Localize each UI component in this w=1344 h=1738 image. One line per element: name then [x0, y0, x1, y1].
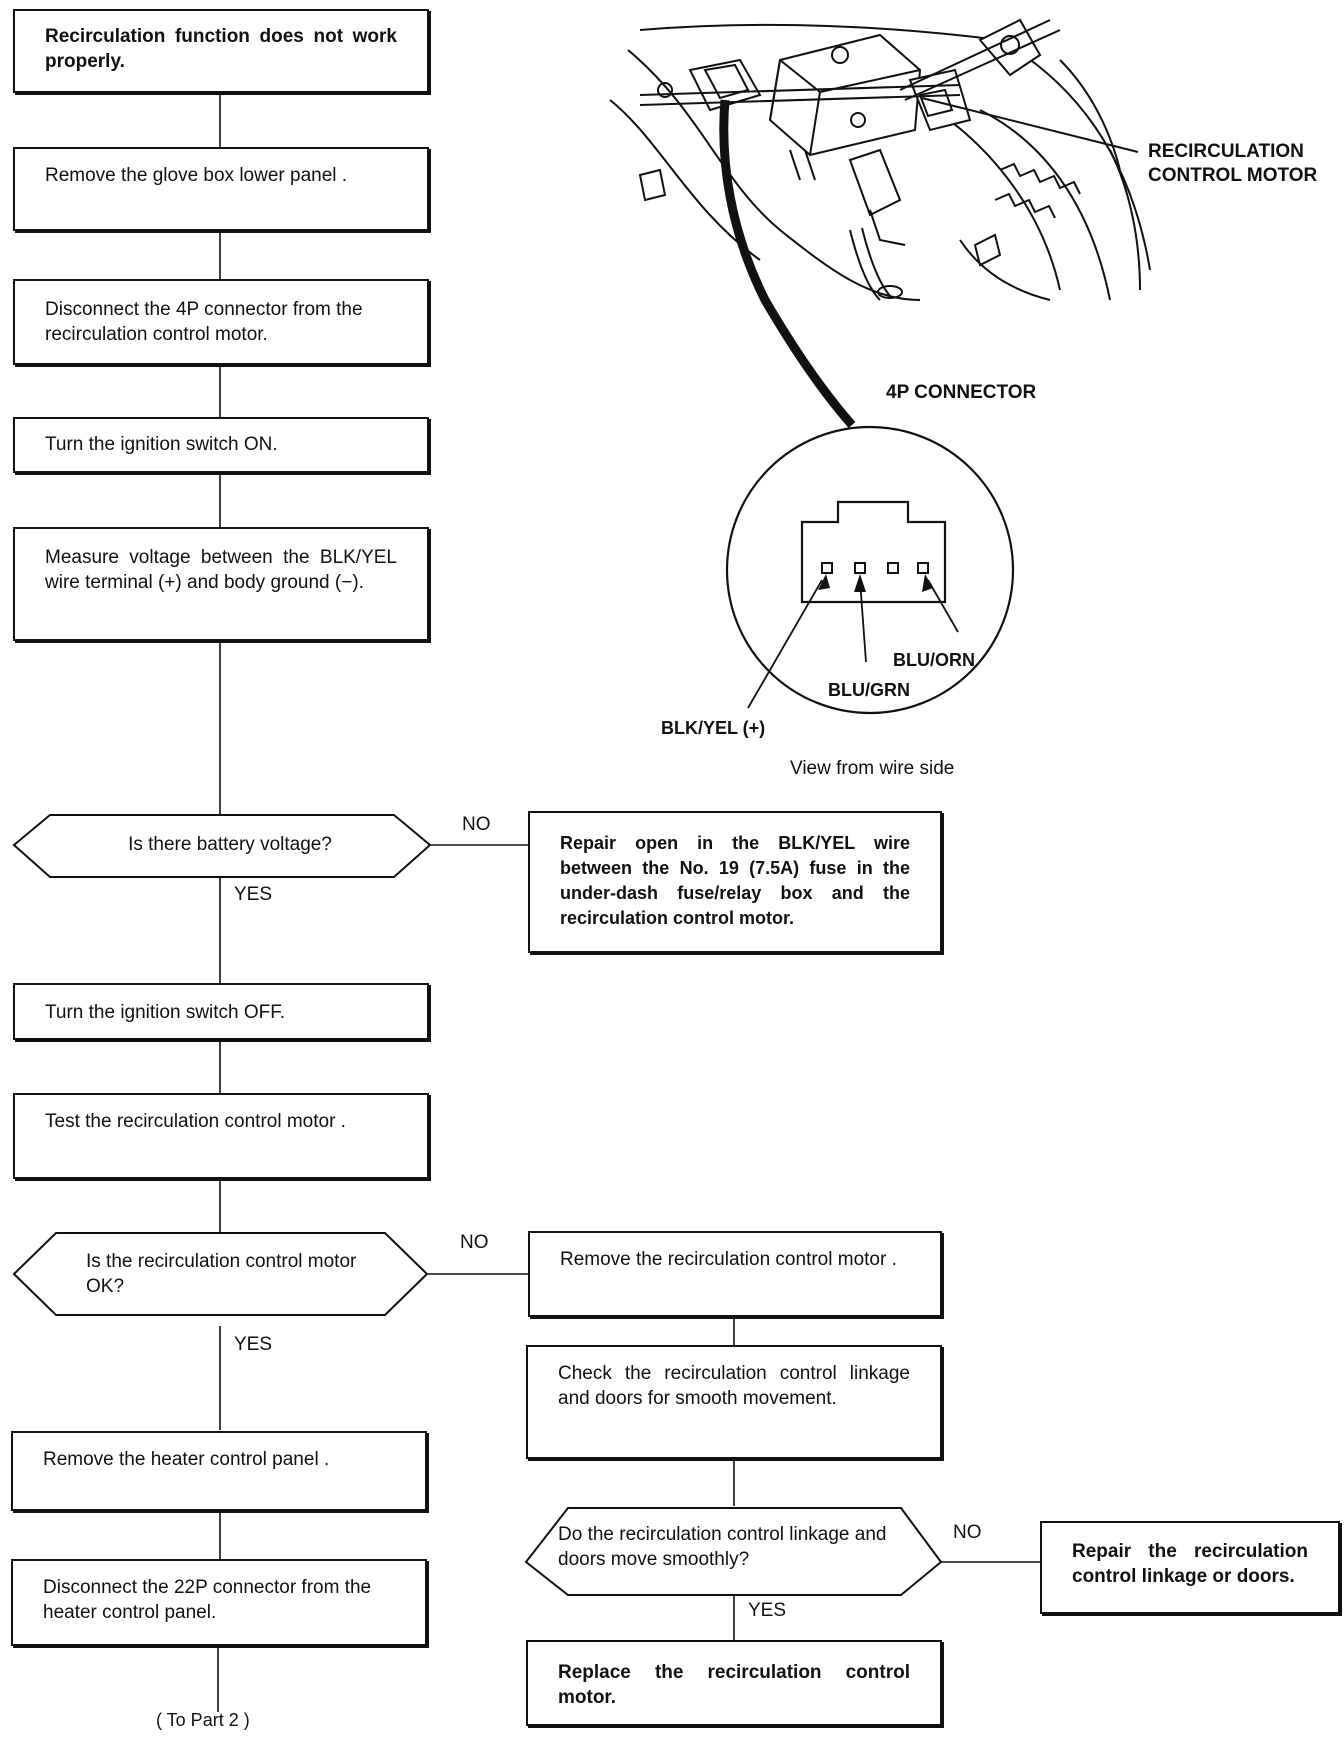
to-part-2: ( To Part 2 )	[156, 1710, 250, 1730]
connector-diagram	[725, 425, 1015, 715]
yes-label-3: YES	[748, 1600, 787, 1621]
step-text: Turn the ignition switch ON.	[45, 434, 278, 455]
step-text: Remove the glove box lower panel .	[45, 165, 348, 186]
recirculation-motor-illustration	[609, 18, 1151, 428]
step-ignition-on: Turn the ignition switch ON.	[13, 417, 429, 473]
step-text: Remove the heater control panel .	[43, 1449, 330, 1470]
action-repair-open-wire: Repair open in the BLK/YEL wire between …	[528, 811, 942, 953]
action-check-linkage: Check the recirculation control linkage …	[526, 1345, 942, 1459]
decision-linkage-smooth: Do the recirculation control linkage and…	[558, 1522, 918, 1572]
start-step-text: Recirculation function does not work pro…	[45, 26, 397, 72]
action-text: Check the recirculation control linkage …	[558, 1363, 910, 1409]
step-text: Disconnect the 22P connector from the he…	[43, 1577, 372, 1623]
action-text: Repair open in the BLK/YEL wire between …	[560, 833, 910, 928]
action-repair-linkage: Repair the recirculation control linkage…	[1040, 1521, 1340, 1614]
step-disconnect-4p: Disconnect the 4P connector from the rec…	[13, 279, 429, 365]
view-caption: View from wire side	[790, 758, 955, 779]
decision-motor-ok-shape	[12, 1232, 429, 1316]
no-label-2: NO	[460, 1232, 489, 1253]
step-test-motor: Test the recirculation control motor .	[13, 1093, 429, 1179]
terminal-blk-yel: BLK/YEL (+)	[661, 718, 766, 738]
decision-battery-voltage: Is there battery voltage?	[60, 832, 400, 857]
step-remove-glove-box: Remove the glove box lower panel .	[13, 147, 429, 231]
decision-motor-ok: Is the recirculation control motor OK?	[86, 1249, 376, 1299]
action-remove-motor: Remove the recirculation control motor .	[528, 1231, 942, 1317]
action-text: Replace the recirculation control motor.	[558, 1662, 910, 1708]
action-replace-motor: Replace the recirculation control motor.	[526, 1640, 942, 1726]
terminal-blu-grn: BLU/GRN	[828, 680, 910, 700]
step-disconnect-22p: Disconnect the 22P connector from the he…	[11, 1559, 427, 1646]
component-label-line1: RECIRCULATION	[1148, 141, 1304, 162]
step-remove-heater-panel: Remove the heater control panel .	[11, 1431, 427, 1511]
decision-battery-voltage-shape	[12, 814, 432, 878]
action-text: Repair the recirculation control linkage…	[1072, 1541, 1308, 1587]
component-label-line2: CONTROL MOTOR	[1148, 165, 1318, 186]
yes-label-1: YES	[234, 884, 273, 905]
connector-label: 4P CONNECTOR	[886, 382, 1037, 403]
decision-text: Do the recirculation control linkage and…	[558, 1524, 887, 1570]
decision-linkage-smooth-shape	[524, 1507, 943, 1596]
action-text: Remove the recirculation control motor .	[560, 1249, 897, 1270]
terminal-blu-orn: BLU/ORN	[893, 650, 975, 670]
step-text: Turn the ignition switch OFF.	[45, 1002, 286, 1023]
step-measure-voltage: Measure voltage between the BLK/YEL wire…	[13, 527, 429, 641]
decision-text: Is there battery voltage?	[128, 834, 332, 855]
yes-label-2: YES	[234, 1334, 273, 1355]
component-label: RECIRCULATION CONTROL MOTOR	[1148, 140, 1317, 188]
step-text: Measure voltage between the BLK/YEL wire…	[45, 547, 397, 593]
start-step-recirculation-fault: Recirculation function does not work pro…	[13, 9, 429, 93]
step-text: Test the recirculation control motor .	[45, 1111, 346, 1132]
step-text: Disconnect the 4P connector from the rec…	[45, 299, 363, 345]
step-ignition-off: Turn the ignition switch OFF.	[13, 983, 429, 1040]
no-label-3: NO	[953, 1522, 982, 1543]
decision-text: Is the recirculation control motor OK?	[86, 1251, 357, 1297]
no-label-1: NO	[462, 814, 491, 835]
